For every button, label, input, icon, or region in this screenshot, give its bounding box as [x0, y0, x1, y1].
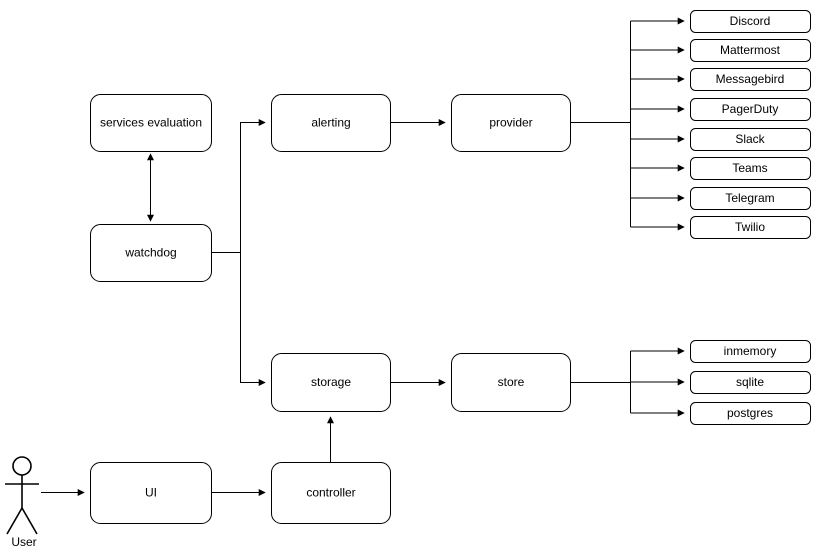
edge-watchdog-alerting — [240, 119, 266, 253]
leaf-discord-box[interactable] — [690, 10, 811, 33]
node-storage-box[interactable] — [271, 353, 391, 412]
node-alerting-box[interactable] — [271, 94, 391, 152]
leaf-discord-label: Discord — [730, 14, 771, 28]
provider-targets-layer: Discord Mattermost Messagebird PagerDuty… — [690, 10, 811, 239]
node-controller-label: controller — [306, 486, 355, 500]
leaf-postgres[interactable]: postgres — [690, 402, 811, 425]
node-storage[interactable]: storage — [271, 353, 391, 412]
leaf-teams-box[interactable] — [690, 157, 811, 180]
leaf-mattermost-label: Mattermost — [720, 43, 781, 57]
leaf-telegram-box[interactable] — [690, 187, 811, 210]
node-storage-label: storage — [311, 375, 351, 389]
leaf-discord[interactable]: Discord — [690, 10, 811, 33]
leaf-messagebird-label: Messagebird — [716, 72, 785, 86]
node-provider[interactable]: provider — [451, 94, 571, 152]
node-ui-label: UI — [145, 486, 157, 500]
node-provider-box[interactable] — [451, 94, 571, 152]
leaf-sqlite-box[interactable] — [690, 371, 811, 394]
node-provider-label: provider — [489, 116, 532, 130]
edges-layer — [41, 17, 685, 496]
leaf-twilio[interactable]: Twilio — [690, 216, 811, 239]
node-watchdog-label: watchdog — [124, 246, 176, 260]
node-store[interactable]: store — [451, 353, 571, 412]
leaf-slack-label: Slack — [735, 132, 765, 146]
node-alerting[interactable]: alerting — [271, 94, 391, 152]
leaf-pagerduty-box[interactable] — [690, 98, 811, 121]
leaf-teams-label: Teams — [732, 161, 767, 175]
node-services-evaluation-label: services evaluation — [100, 116, 202, 130]
leaf-sqlite-label: sqlite — [736, 375, 764, 389]
leaf-slack-box[interactable] — [690, 128, 811, 151]
leaf-twilio-box[interactable] — [690, 216, 811, 239]
leaf-sqlite[interactable]: sqlite — [690, 371, 811, 394]
leaf-postgres-box[interactable] — [690, 402, 811, 425]
node-ui-box[interactable] — [90, 462, 212, 524]
leaf-messagebird-box[interactable] — [690, 68, 811, 91]
node-controller[interactable]: controller — [271, 462, 391, 524]
store-targets-layer: inmemory sqlite postgres — [690, 340, 811, 425]
edge-watchdog-storage — [240, 252, 266, 386]
leaf-mattermost[interactable]: Mattermost — [690, 39, 811, 62]
leaf-mattermost-box[interactable] — [690, 39, 811, 62]
user-right-leg-icon — [21, 507, 38, 535]
leaf-telegram[interactable]: Telegram — [690, 187, 811, 210]
leaf-inmemory-label: inmemory — [724, 344, 777, 358]
node-ui[interactable]: UI — [90, 462, 212, 524]
leaf-twilio-label: Twilio — [735, 220, 765, 234]
node-store-label: store — [498, 375, 525, 389]
leaf-inmemory-box[interactable] — [690, 340, 811, 363]
leaf-slack[interactable]: Slack — [690, 128, 811, 151]
node-watchdog-box[interactable] — [90, 224, 212, 282]
leaf-telegram-label: Telegram — [725, 191, 774, 205]
actor-user[interactable]: User — [5, 456, 39, 549]
user-left-leg-icon — [6, 507, 23, 535]
node-services-evaluation-box[interactable] — [90, 94, 212, 152]
node-watchdog[interactable]: watchdog — [90, 224, 212, 282]
leaf-teams[interactable]: Teams — [690, 157, 811, 180]
node-store-box[interactable] — [451, 353, 571, 412]
leaf-pagerduty[interactable]: PagerDuty — [690, 98, 811, 121]
leaf-postgres-label: postgres — [727, 406, 773, 420]
node-services-evaluation[interactable]: services evaluation — [90, 94, 212, 152]
leaf-messagebird[interactable]: Messagebird — [690, 68, 811, 91]
nodes-layer: services evaluation watchdog alerting pr… — [90, 94, 571, 524]
node-alerting-label: alerting — [311, 116, 350, 130]
user-head-icon — [12, 456, 32, 476]
leaf-pagerduty-label: PagerDuty — [722, 102, 779, 116]
user-label: User — [11, 535, 36, 549]
leaf-inmemory[interactable]: inmemory — [690, 340, 811, 363]
node-controller-box[interactable] — [271, 462, 391, 524]
